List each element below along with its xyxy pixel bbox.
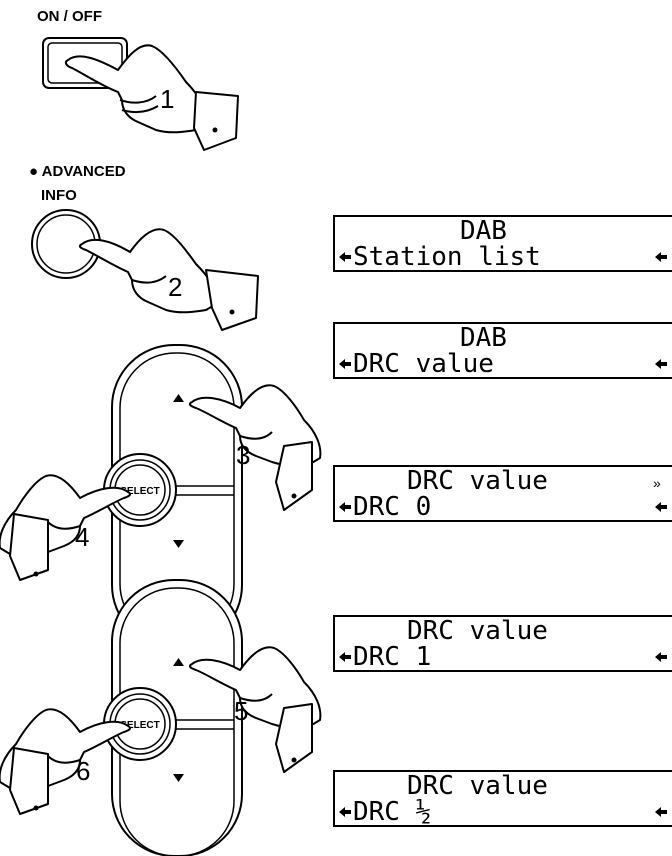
- lcd-line-2-text: DRC 0: [353, 492, 432, 522]
- lcd-display-1: DAB Station list: [333, 215, 672, 272]
- select-label: SELECT: [120, 486, 159, 497]
- lcd-line-1: DRC value: [407, 616, 548, 646]
- right-arrow-icon: [655, 652, 667, 662]
- up-arrow-icon[interactable]: [173, 658, 184, 666]
- left-arrow-icon: [339, 807, 351, 817]
- lcd-line-1: DRC value: [407, 466, 548, 496]
- pointing-hand-icon: [188, 646, 322, 773]
- select-button[interactable]: SELECT: [103, 687, 177, 761]
- lcd-line-2-text: DRC 1: [353, 642, 432, 672]
- right-arrow-icon: [655, 252, 667, 262]
- lcd-display-4: DRC value DRC 1: [333, 615, 672, 672]
- selected-marker-icon: »: [653, 475, 661, 491]
- pointing-hand-icon: [0, 708, 132, 815]
- advanced-text: ADVANCED: [41, 163, 126, 180]
- lcd-display-3: DRC value » DRC 0: [333, 465, 672, 522]
- right-arrow-icon: [655, 807, 667, 817]
- step-6-number: 6: [76, 756, 90, 786]
- up-arrow-icon[interactable]: [173, 394, 184, 402]
- lcd-line-1: DAB: [460, 216, 507, 246]
- down-arrow-icon[interactable]: [173, 774, 184, 782]
- lcd-line-2-text: DRC ½: [353, 797, 432, 827]
- left-arrow-icon: [339, 359, 351, 369]
- right-arrow-icon: [655, 359, 667, 369]
- lcd-line-2: DRC 1: [337, 643, 431, 671]
- lcd-display-5: DRC value DRC ½: [333, 770, 672, 827]
- info-label: INFO: [41, 187, 77, 204]
- step-4-number: 4: [75, 522, 89, 552]
- step-5-number: 5: [234, 696, 248, 726]
- lcd-line-2-text: DRC value: [353, 349, 494, 379]
- pointing-hand-icon: [0, 474, 132, 581]
- lcd-line-2: DRC ½: [337, 798, 431, 826]
- pointing-hand-icon: [188, 384, 322, 511]
- lcd-line-1: DRC value: [407, 771, 548, 801]
- lcd-line-1: DAB: [460, 323, 507, 353]
- left-arrow-icon: [339, 652, 351, 662]
- lcd-line-2: DRC value: [337, 350, 494, 378]
- right-arrow-icon: [655, 502, 667, 512]
- advanced-label: ● ADVANCED: [29, 163, 126, 180]
- lcd-line-2: DRC 0: [337, 493, 431, 521]
- step-3-number: 3: [236, 440, 250, 470]
- lcd-line-2-text: Station list: [353, 242, 541, 272]
- on-off-label: ON / OFF: [37, 8, 102, 25]
- select-button[interactable]: SELECT: [103, 453, 177, 527]
- select-label: SELECT: [120, 720, 159, 731]
- pointing-hand-icon: [64, 44, 239, 151]
- down-arrow-icon[interactable]: [173, 540, 184, 548]
- left-arrow-icon: [339, 502, 351, 512]
- lcd-line-2: Station list: [337, 243, 541, 271]
- left-arrow-icon: [339, 252, 351, 262]
- step-1-number: 1: [160, 84, 174, 114]
- bullet-icon: ●: [29, 163, 42, 180]
- pointing-hand-icon: [78, 228, 259, 331]
- lcd-display-2: DAB DRC value: [333, 322, 672, 379]
- step-2-number: 2: [168, 272, 182, 302]
